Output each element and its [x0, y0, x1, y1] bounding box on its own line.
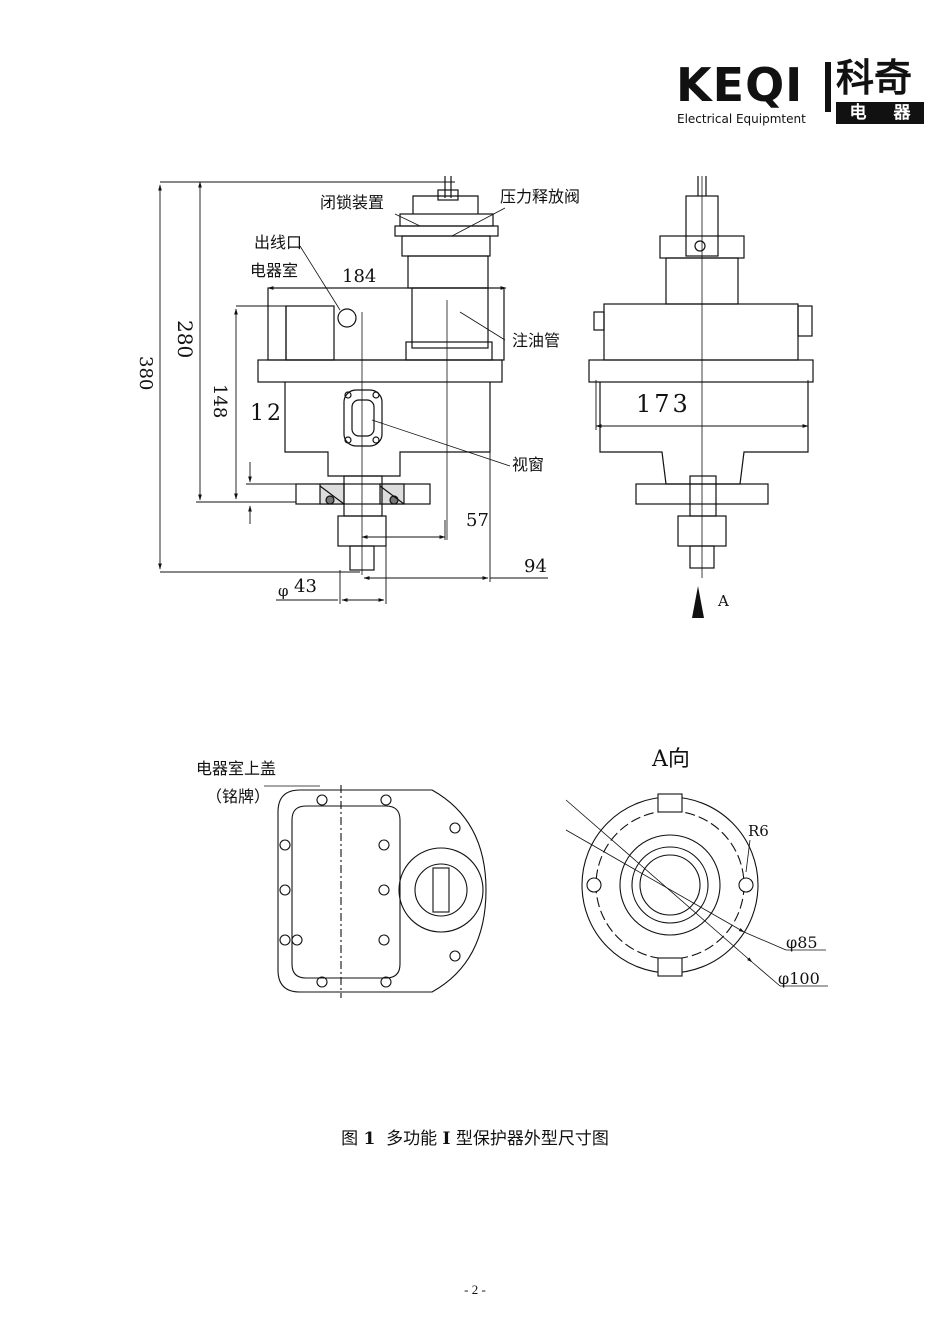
dim-r6: R6: [748, 822, 769, 840]
caption-roman: I: [442, 1129, 451, 1149]
label-view-a-title: A向: [651, 747, 690, 772]
logo-badge-char: 电: [849, 103, 867, 123]
logo-brand-cn: 科奇: [836, 56, 913, 100]
logo-subtitle: Electrical Equipmtent: [677, 112, 806, 126]
caption-prefix: 图: [341, 1129, 359, 1149]
dim-phi-symbol: φ: [278, 582, 289, 600]
side-view: [588, 176, 814, 578]
logo-badge: 电 器: [836, 102, 924, 124]
dim-phi100: φ100: [778, 969, 820, 988]
dim-57: 57: [466, 510, 489, 531]
front-dimensions: [158, 181, 548, 604]
caption-number: 1: [363, 1129, 376, 1149]
dim-173: 173: [636, 390, 691, 418]
dim-12: 12: [250, 401, 284, 426]
caption-text-b: 型保护器外型尺寸图: [455, 1129, 609, 1149]
dimension-values: 184 173 12 57 94 φ 43 280 380 148 R6 φ85…: [135, 266, 820, 988]
cover-view: [264, 785, 487, 998]
a-direction-view: [565, 793, 828, 987]
label-nameplate: （铭牌）: [206, 787, 270, 806]
dim-380: 380: [135, 356, 156, 390]
dim-phi85: φ85: [786, 933, 818, 952]
label-electrical-room: 电器室: [250, 261, 298, 280]
dim-184: 184: [342, 266, 376, 287]
logo-divider: [825, 62, 831, 112]
label-sight-window: 视窗: [512, 455, 544, 474]
labels: 闭锁装置 压力释放阀 出线口 电器室 注油管 视窗 电器室上盖 （铭牌） A A…: [196, 187, 729, 806]
label-pressure-valve: 压力释放阀: [500, 187, 580, 206]
dim-280: 280: [173, 320, 197, 358]
label-outlet: 出线口: [254, 233, 302, 252]
logo-badge-char: 器: [893, 103, 911, 123]
dim-43: 43: [294, 576, 317, 597]
dim-148: 148: [209, 384, 230, 418]
side-dimensions: [595, 380, 809, 430]
dim-94: 94: [524, 556, 547, 577]
figure-caption: 图 1 多功能 I 型保护器外型尺寸图: [0, 1124, 950, 1149]
label-cover: 电器室上盖: [196, 759, 276, 778]
page-number: - 2 -: [464, 1282, 486, 1297]
company-logo: KEQI 科奇 Electrical Equipmtent 电 器: [676, 56, 926, 130]
caption-text-a: 多功能: [386, 1129, 438, 1149]
label-lock-device: 闭锁装置: [320, 193, 384, 212]
front-view: [257, 176, 511, 575]
logo-brand: KEQI: [676, 58, 804, 112]
label-view-a-marker: A: [717, 592, 729, 610]
label-oil-pipe: 注油管: [512, 331, 560, 350]
view-a-arrow-icon: [692, 586, 704, 618]
